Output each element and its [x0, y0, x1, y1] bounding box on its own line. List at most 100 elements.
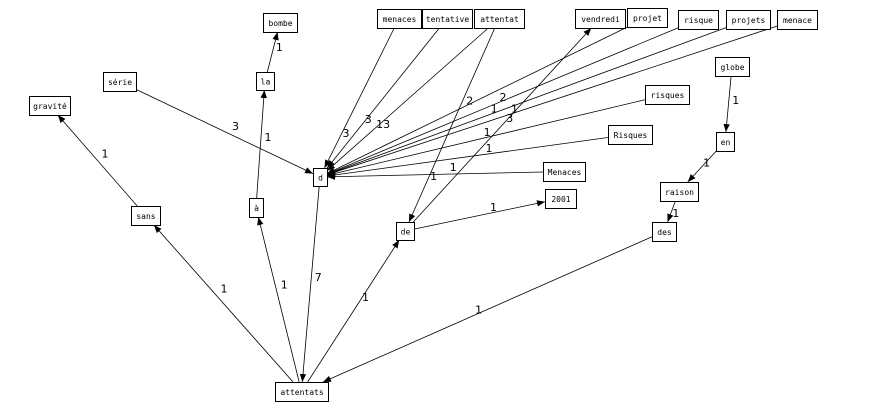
node-bombe: bombe	[263, 13, 298, 33]
node-label: vendredi	[581, 15, 620, 24]
node-projet: projet	[627, 8, 668, 28]
node-box	[543, 162, 586, 182]
node-en: en	[716, 132, 735, 152]
edge-weight-label: 3	[506, 112, 513, 125]
edge-d-to-attentats	[299, 185, 320, 383]
node-label: tentative	[426, 15, 470, 24]
edge-weight-label: 1	[491, 103, 498, 116]
node-risques: risques	[645, 85, 690, 105]
edge-des-to-attentats	[322, 236, 653, 383]
node-gravite: gravité	[29, 96, 71, 116]
node-label: d	[318, 174, 323, 183]
edge-weight-label: 3	[342, 127, 349, 140]
node-box	[29, 96, 71, 116]
edge-weight-label: 3	[365, 113, 372, 126]
node-box	[716, 132, 735, 152]
node-box	[660, 182, 699, 202]
edge-weight-label: 1	[430, 170, 437, 183]
node-attentat: attentat	[474, 9, 525, 29]
edge-raison-to-des	[667, 200, 676, 223]
node-raison: raison	[660, 182, 699, 202]
node-box	[678, 10, 719, 30]
edge-weight-label: 7	[315, 271, 322, 284]
edge-globe-to-en	[723, 75, 732, 133]
node-menace: menace	[777, 10, 818, 30]
node-box	[131, 206, 161, 226]
node-serie: série	[103, 72, 137, 92]
node-label: série	[108, 77, 132, 87]
edge-weight-label: 1	[490, 201, 497, 214]
edges-layer	[57, 25, 778, 383]
edge-de-to-y2001	[413, 200, 546, 230]
edge-weight-label: 1	[475, 304, 482, 317]
edge-sans-to-gravite	[57, 114, 138, 207]
edge-weight-label: 1	[102, 148, 109, 161]
edge-projet-to-d	[326, 26, 628, 174]
node-tentative: tentative	[422, 9, 473, 29]
node-box	[645, 85, 690, 105]
edge-a-to-la	[256, 89, 267, 199]
node-de: de	[396, 222, 415, 241]
edge-weight-label: 1	[450, 161, 457, 174]
edge-weight-label: 1	[265, 131, 272, 144]
node-box	[545, 189, 577, 209]
node-box	[422, 9, 473, 29]
edge-la-to-bombe	[266, 31, 279, 73]
node-label: projets	[732, 16, 766, 25]
node-Risques: Risques	[608, 125, 653, 145]
edge-de-to-vendredi	[412, 27, 592, 223]
node-label: sans	[136, 212, 155, 221]
node-label: gravité	[33, 101, 67, 111]
node-attentats: attentats	[275, 382, 329, 402]
node-label: risques	[651, 91, 685, 100]
edge-weight-label: 3	[232, 120, 239, 133]
node-box	[608, 125, 653, 145]
node-box	[396, 222, 415, 241]
node-a: à	[249, 198, 264, 218]
edge-weight-label: 1	[703, 157, 710, 170]
edge-weight-label: 1	[362, 291, 369, 304]
node-risque: risque	[678, 10, 719, 30]
node-label: attentat	[480, 15, 519, 24]
node-la: la	[256, 72, 275, 91]
edge-attentat-to-d	[326, 27, 489, 172]
node-box	[249, 198, 264, 218]
edge-attentats-to-a	[257, 216, 300, 383]
edge-menaces-to-d	[324, 27, 395, 169]
edge-attentats-to-de	[307, 239, 400, 383]
node-label: Menaces	[548, 168, 582, 177]
node-box	[627, 8, 668, 28]
edge-weight-label: 1	[672, 207, 679, 220]
edge-weight-label: 1	[484, 126, 491, 139]
node-y2001: 2001	[545, 189, 577, 209]
node-label: bombe	[268, 19, 292, 28]
edge-weight-label: 1	[486, 142, 493, 155]
node-label: Risques	[614, 131, 648, 140]
node-label: projet	[633, 14, 662, 23]
node-sans: sans	[131, 206, 161, 226]
edge-serie-to-d	[135, 88, 314, 175]
node-box	[313, 168, 328, 187]
node-label: en	[721, 138, 731, 147]
node-menaces: menaces	[377, 9, 422, 29]
edge-weight-label: 13	[376, 118, 390, 131]
node-projets: projets	[726, 10, 771, 30]
edge-tentative-to-d	[326, 27, 440, 169]
node-label: attentats	[280, 388, 324, 397]
edge-weight-label: 1	[281, 278, 288, 291]
edge-projets-to-d	[326, 27, 727, 175]
edge-weight-label: 1	[732, 94, 739, 107]
node-label: menaces	[383, 15, 417, 24]
node-box	[575, 9, 626, 29]
node-box	[777, 10, 818, 30]
edge-weight-label: 1	[276, 41, 283, 54]
node-label: globe	[720, 63, 744, 72]
node-des: des	[652, 222, 677, 242]
node-label: à	[254, 204, 259, 213]
edge-weight-label: 2	[466, 95, 473, 108]
node-box	[715, 57, 750, 77]
node-Menaces: Menaces	[543, 162, 586, 182]
